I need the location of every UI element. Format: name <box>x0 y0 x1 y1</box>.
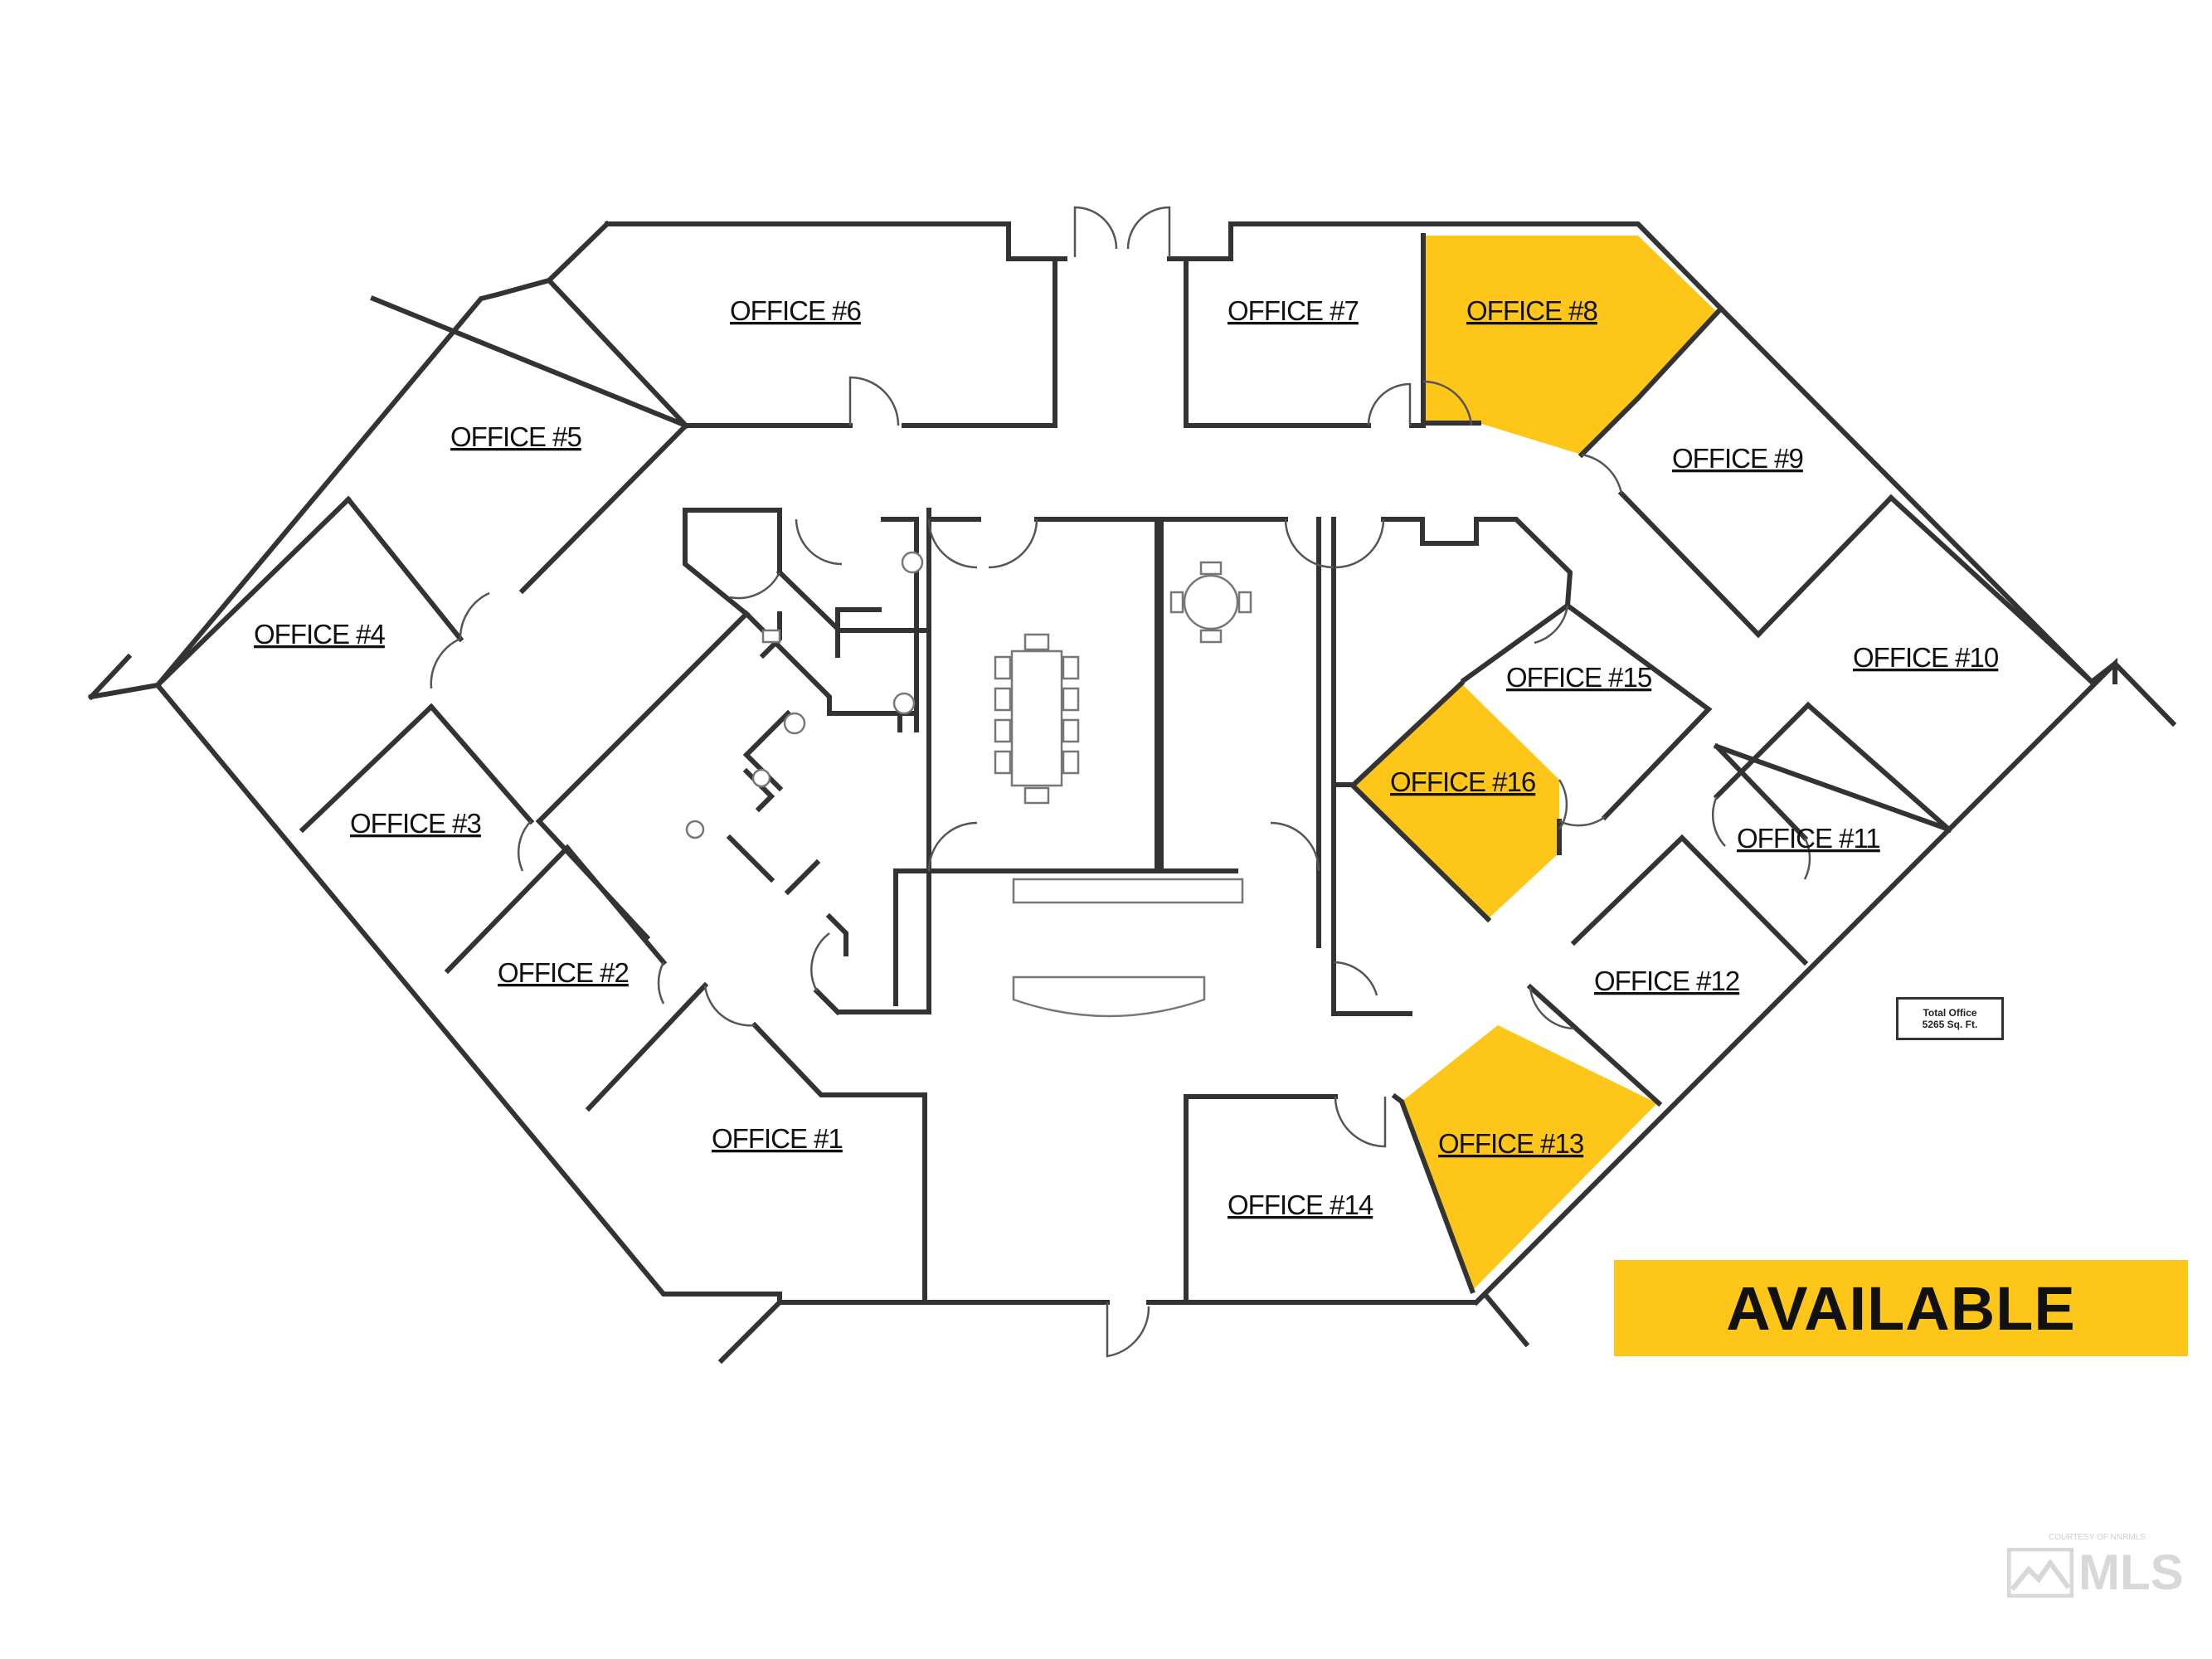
label-office-2: OFFICE #2 <box>498 957 629 988</box>
conference-table <box>994 633 1080 805</box>
total-area-line1: Total Office <box>1923 1007 1977 1019</box>
label-office-9: OFFICE #9 <box>1672 443 1803 474</box>
label-office-6: OFFICE #6 <box>730 295 861 326</box>
door-swings <box>430 206 1811 1358</box>
reception-counter <box>1012 878 1244 1018</box>
label-office-16: OFFICE #16 <box>1390 766 1535 797</box>
interior-walls <box>153 233 2096 1305</box>
restroom-fixtures <box>685 551 924 839</box>
label-office-1: OFFICE #1 <box>712 1123 843 1154</box>
label-office-8: OFFICE #8 <box>1466 295 1597 326</box>
office-8-highlight[interactable] <box>1423 236 1719 455</box>
label-office-5: OFFICE #5 <box>450 421 581 452</box>
label-office-4: OFFICE #4 <box>254 619 386 649</box>
label-office-14: OFFICE #14 <box>1228 1190 1373 1220</box>
label-office-15: OFFICE #15 <box>1506 662 1651 693</box>
label-office-7: OFFICE #7 <box>1228 295 1359 326</box>
mountain-logo-icon <box>2007 1548 2073 1598</box>
label-office-3: OFFICE #3 <box>350 808 481 839</box>
office-13-highlight[interactable] <box>1402 1025 1657 1291</box>
mls-watermark: MLS <box>2007 1540 2206 1598</box>
outer-walls <box>87 220 2177 1365</box>
mls-text: MLS <box>2078 1545 2184 1600</box>
office-16-highlight[interactable] <box>1354 684 1559 919</box>
mls-caption: COURTESY OF NNRMLS <box>2049 1533 2146 1542</box>
round-table <box>1169 561 1252 644</box>
available-label: AVAILABLE <box>1726 1273 2076 1343</box>
room-labels: OFFICE #1 OFFICE #2 OFFICE #3 OFFICE #4 … <box>254 295 2000 1220</box>
label-office-12: OFFICE #12 <box>1594 966 1739 996</box>
total-area-box: Total Office 5265 Sq. Ft. <box>1896 997 2004 1040</box>
available-legend: AVAILABLE <box>1614 1260 2188 1356</box>
total-area-line2: 5265 Sq. Ft. <box>1922 1019 1978 1030</box>
label-office-13: OFFICE #13 <box>1438 1128 1583 1159</box>
label-office-10: OFFICE #10 <box>1853 642 1999 673</box>
label-office-11: OFFICE #11 <box>1737 823 1880 854</box>
